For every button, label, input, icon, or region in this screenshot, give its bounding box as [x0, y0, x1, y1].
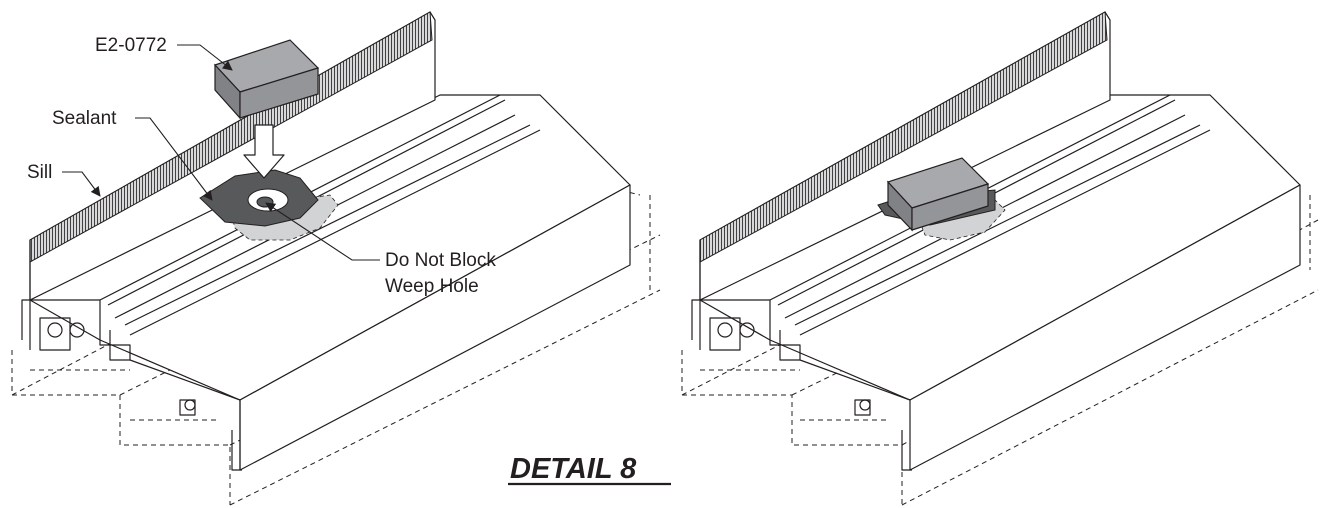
sill-label: Sill	[27, 162, 52, 183]
detail-title: DETAIL 8	[510, 453, 637, 485]
install-direction-arrow	[243, 124, 285, 179]
right-sill-assembly	[681, 11, 1319, 506]
sealant-leader	[135, 117, 213, 201]
setting-block-exploded	[213, 39, 320, 120]
setting-block-installed	[886, 157, 990, 232]
sealant-label: Sealant	[52, 108, 117, 129]
left-sill-assembly	[11, 11, 661, 506]
right-sill-front-face	[909, 184, 1301, 471]
weep-hole-label-line1: Do Not Block	[385, 250, 496, 271]
left-end-profile	[21, 299, 242, 471]
weep-hole-label-line2: Weep Hole	[385, 276, 479, 297]
part-number-leader	[177, 44, 233, 71]
weep-hole-leader	[265, 202, 380, 261]
right-end-profile	[691, 299, 912, 471]
part-number-label: E2-0772	[95, 35, 167, 56]
sill-leader	[62, 171, 101, 197]
